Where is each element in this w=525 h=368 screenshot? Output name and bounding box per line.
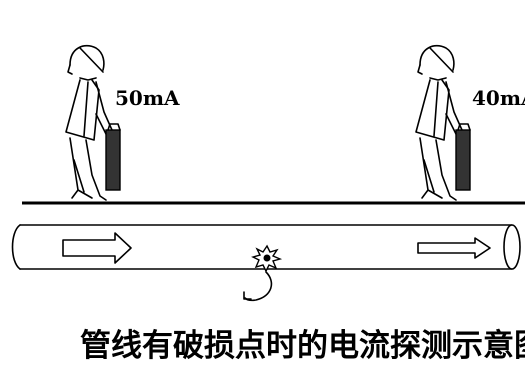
left-flow-arrow-icon — [62, 232, 132, 264]
leakage-current-arrow-icon — [243, 271, 273, 302]
right-current-reading: 40mA — [472, 86, 525, 110]
left-operator-icon — [65, 44, 121, 201]
right-operator-icon — [415, 44, 471, 201]
right-flow-arrow-icon — [417, 237, 491, 259]
left-current-reading: 50mA — [115, 86, 180, 110]
diagram-caption: 管线有破损点时的电流探测示意图 — [80, 328, 525, 364]
damage-point-burst-icon — [251, 244, 283, 273]
